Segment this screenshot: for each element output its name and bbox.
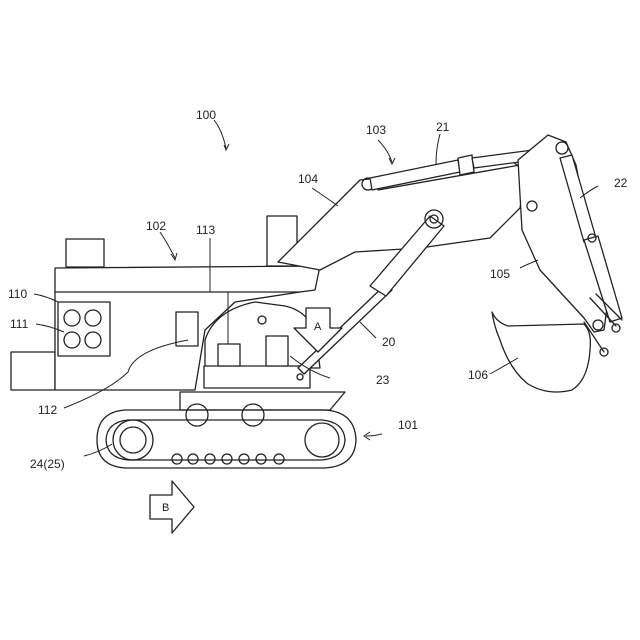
crawler-track (97, 404, 356, 468)
upper-roller (186, 404, 208, 426)
arrow-a-label: A (314, 321, 322, 333)
arrow-b-label: B (162, 502, 169, 514)
fan-panel (58, 302, 110, 356)
label-23: 23 (376, 373, 390, 387)
lower-rollers (172, 454, 284, 464)
label-110: 110 (8, 287, 27, 301)
label-22: 22 (614, 176, 628, 190)
component-113 (218, 344, 240, 366)
counterweight (11, 352, 55, 390)
upper-roller (242, 404, 264, 426)
label-24-25: 24(25) (30, 457, 65, 471)
label-104: 104 (298, 172, 318, 186)
idler-wheel (305, 423, 339, 457)
component-23 (266, 336, 288, 366)
label-101: 101 (398, 418, 418, 432)
label-111: 111 (10, 317, 29, 331)
exhaust-box (66, 239, 104, 267)
bucket (492, 312, 604, 392)
arrow-b: B (150, 481, 194, 533)
label-103: 103 (366, 123, 386, 137)
label-102: 102 (146, 219, 166, 233)
label-106: 106 (468, 368, 488, 382)
label-113: 113 (196, 223, 215, 237)
label-105: 105 (490, 267, 510, 281)
label-100: 100 (196, 108, 216, 122)
label-20: 20 (382, 335, 396, 349)
label-21: 21 (436, 120, 450, 134)
label-112: 112 (38, 403, 57, 417)
drive-sprocket (113, 420, 153, 460)
platform (204, 366, 310, 388)
